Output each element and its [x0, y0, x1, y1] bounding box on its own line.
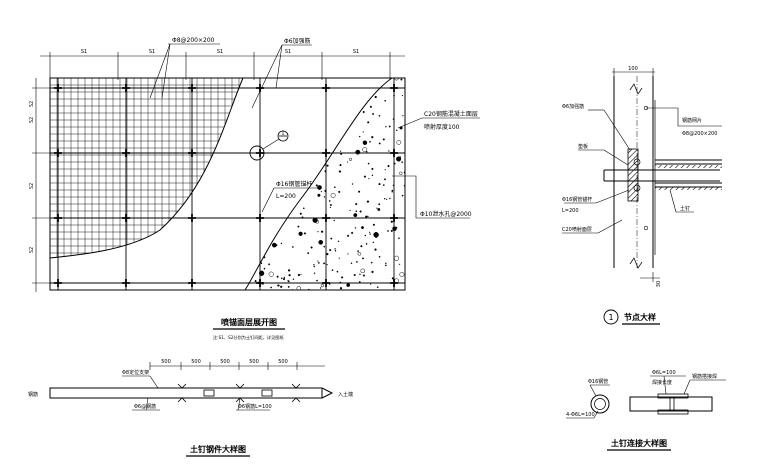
soil-nail-cross	[122, 149, 130, 157]
dim-top-3: S1	[217, 49, 223, 55]
callout-nail-line2: L=200	[276, 193, 296, 200]
node-label-plate: 垫板	[578, 143, 588, 150]
nail-steel-detail: 500 500 500 500 500 钢筋 入土端 Φ8定位支架 Φ6@钢筋 …	[28, 359, 353, 457]
soil-nail-cross	[188, 84, 196, 92]
callout-drain: Φ10泄水孔@2000	[392, 175, 472, 219]
soil-nail-cross	[322, 214, 330, 222]
callout-mesh-text: Φ8@200×200	[172, 37, 215, 44]
soil-nail-cross	[122, 279, 130, 287]
callout-nail: Φ16钢管锚杆 L=200	[261, 180, 320, 213]
node-label-mesh-1: 钢筋网片	[682, 117, 702, 124]
soil-nail-cross	[188, 214, 196, 222]
soil-nail-cross	[54, 84, 62, 92]
nail-spacing-3: 500	[220, 359, 230, 365]
joint-label-right: 钢筋搭接焊	[692, 373, 717, 380]
soil-nail-cross	[54, 279, 62, 287]
shotcrete-plan: S1 S1 S1 S1 S1 S2 S2 S2 S2	[29, 37, 480, 341]
concrete-region	[245, 78, 405, 290]
soil-nail-cross	[122, 84, 130, 92]
node-reference-symbol: 1	[249, 131, 289, 161]
soil-nail-cross	[54, 149, 62, 157]
soil-nail-cross	[188, 279, 196, 287]
soil-nail-cross	[390, 214, 398, 222]
soil-nail-cross	[256, 214, 264, 222]
soil-nail-cross	[322, 279, 330, 287]
callout-drain-text: Φ10泄水孔@2000	[420, 210, 472, 218]
nail-joint-detail: Φ16钢管 4-Φ6L=100 Φ6L=100 焊接长度 钢筋搭接焊 土钉连接大…	[566, 370, 726, 451]
dim-top-1: S1	[81, 49, 87, 55]
soil-nail-cross	[54, 214, 62, 222]
callout-bar: Φ6加强筋	[251, 37, 312, 109]
joint-label-dim: 4-Φ6L=100	[566, 412, 595, 418]
callout-bar-text: Φ6加强筋	[284, 37, 311, 45]
callout-concrete-line2: 喷射厚度100	[424, 123, 460, 131]
dim-left-1: S2	[29, 117, 35, 123]
soil-nail-cross	[322, 84, 330, 92]
node-title-number: 1	[608, 313, 613, 322]
nail-spacing-2: 500	[191, 359, 201, 365]
node-label-bar: Φ6加强筋	[562, 103, 584, 110]
node-label-concrete: C20喷射面层	[562, 226, 592, 233]
plan-note-text: 注:S1、S2分别为土钉间距，详见图纸	[213, 334, 284, 341]
dim-left-2: S2	[29, 183, 35, 189]
callout-mesh: Φ8@200×200	[149, 37, 220, 99]
anchor-plate	[627, 148, 639, 202]
nail-label-right: 入土端	[338, 391, 353, 398]
soil-nail-cross	[256, 149, 264, 157]
dim-top-2: S1	[149, 49, 155, 55]
soil-nail-cross	[390, 149, 398, 157]
node-title-text: 节点大样	[624, 312, 656, 322]
joint-title-text: 土钉连接大样图	[611, 438, 667, 448]
dim-top-5: S1	[353, 49, 359, 55]
nail-label-bottom-2: Φ6钢筋L=100	[238, 403, 272, 410]
nail-label-bottom-1: Φ6@钢筋	[134, 403, 156, 410]
node-dim-top: 100	[628, 66, 638, 72]
soil-nail-cross	[390, 279, 398, 287]
joint-label-circle: Φ16钢管	[588, 378, 608, 385]
soil-nail-markers	[54, 84, 398, 287]
soil-nail-cross	[256, 279, 264, 287]
callout-concrete: C20钢筋混凝土面层 喷射厚度100	[397, 110, 480, 131]
nail-spacing-1: 500	[161, 359, 171, 365]
nail-title-text: 土钉钢件大样图	[190, 444, 246, 454]
callout-nail-line1: Φ16钢管锚杆	[276, 180, 312, 188]
dim-left-4: S2	[29, 101, 35, 107]
node-label-nail-1: Φ16钢管锚杆	[562, 196, 592, 203]
dim-left-3: S2	[29, 247, 35, 253]
plan-title: 喷锚面层展开图 注:S1、S2分别为土钉间距，详见图纸	[213, 317, 285, 341]
left-dimension-line: S2 S2 S2 S2	[29, 78, 52, 292]
soil-nail-cross	[122, 214, 130, 222]
soil-nail-cross	[188, 149, 196, 157]
node-label-soil: 土钉	[680, 205, 690, 212]
plan-title-text: 喷锚面层展开图	[221, 317, 277, 327]
nail-spacing-5: 500	[278, 359, 288, 365]
soil-nail-cross	[322, 149, 330, 157]
node-label-mesh-2: Φ8@200×200	[682, 131, 717, 137]
node-dim-bottom: 30	[656, 281, 662, 287]
steel-mesh-region	[50, 78, 243, 258]
nail-label-top: Φ8定位支架	[122, 369, 149, 376]
reinforcing-bar-grid	[50, 78, 405, 290]
node-label-nail-2: L=200	[562, 208, 579, 214]
top-dimension-line: S1 S1 S1 S1 S1	[40, 49, 405, 80]
node-detail: 100 Φ6加强筋 垫板 Φ1	[562, 66, 722, 325]
nail-spacing-4: 500	[249, 359, 259, 365]
soil-nail-cross	[390, 84, 398, 92]
joint-label-top-2: 焊接长度	[652, 379, 672, 386]
callout-concrete-line1: C20钢筋混凝土面层	[424, 110, 478, 118]
dim-top-4: S1	[285, 49, 291, 55]
nail-label-left: 钢筋	[28, 391, 38, 398]
joint-label-top-1: Φ6L=100	[652, 370, 676, 376]
node-ref-number: 1	[281, 131, 284, 137]
